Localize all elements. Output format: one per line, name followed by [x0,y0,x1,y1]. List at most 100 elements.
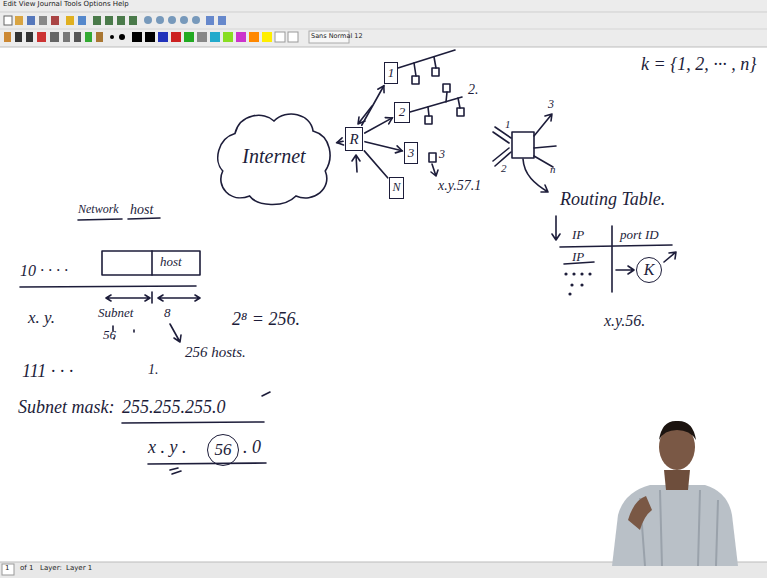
handwritten-note: x. y. [28,309,55,328]
ink-strokes [560,245,672,247]
node-text: 1 [388,66,395,80]
toolbar [63,32,70,42]
presenter-photo [664,470,690,490]
ink-strokes [122,422,264,423]
ink-strokes [434,57,436,68]
arrow-head [337,138,344,145]
toolbar [4,16,349,43]
toolbar [180,16,188,24]
toolbar [15,16,23,25]
ui-text: Layer: [40,565,62,573]
device-box: N [389,177,404,199]
link-line [364,151,387,178]
ink-strokes [573,273,575,275]
ink-strokes [565,273,567,275]
node-text: 56 [215,441,232,460]
ink-strokes [262,392,270,396]
device-box: 2 [394,102,410,123]
toolbar [249,32,259,42]
toolbar [119,34,125,40]
handwritten-note: port ID [620,228,659,242]
toolbar [0,0,767,47]
ink-strokes [443,84,450,92]
handwritten-note: Routing Table. [560,190,665,210]
ink-strokes [158,295,200,301]
ink-strokes [569,293,571,295]
ink-strokes [428,107,429,116]
toolbar [145,32,155,42]
presenter-photo [612,421,738,566]
circled-value: K [636,257,662,283]
node-text: 3 [408,146,415,160]
ink-strokes [432,68,439,76]
ink-strokes [429,153,436,162]
ink-strokes [151,251,153,275]
handwritten-note: 1. [148,362,159,377]
toolbar [144,16,152,24]
handwritten-note: 256 hosts. [185,344,246,361]
toolbar [192,16,200,24]
toolbar [27,16,35,25]
toolbar [110,35,114,39]
ui-text: Edit View Journal Tools Options Help [3,1,129,9]
status-bar [2,564,14,575]
ink-strokes [410,97,462,112]
ink-strokes [151,292,153,303]
toolbar [236,32,246,42]
ui-text: Layer 1 [66,565,92,573]
handwritten-note: 10 · · · · [20,262,68,280]
toolbar [96,32,103,42]
handwritten-note: k = {1, 2, ··· , n} [641,55,757,75]
ink-strokes [170,468,181,474]
ink-strokes [571,284,573,286]
toolbar [262,32,272,42]
handwritten-note: x . y . [148,438,186,458]
ink-strokes [414,63,416,76]
arrow-head [378,86,384,93]
device-box: 3 [404,142,418,164]
toolbar [197,32,207,42]
link-line [362,86,384,126]
handwritten-note: 3 [548,98,554,111]
node-text: R [349,131,358,148]
ink-strokes [431,164,438,176]
ink-strokes [512,132,534,158]
node-text: 2 [399,105,406,119]
ink-strokes [581,284,583,286]
handwritten-note: IP [572,250,584,264]
ink-strokes [523,159,548,192]
handwritten-note: 111 · · · [22,362,73,382]
handwritten-note: 56 [103,328,116,342]
handwritten-note: Subnet mask: [18,398,114,418]
presenter-photo [628,496,652,530]
toolbar [39,16,47,25]
toolbar [51,16,59,25]
toolbar [66,16,74,25]
ink-strokes [78,219,122,220]
ink-strokes [534,114,552,136]
ui-text: Sans Normal 12 [311,33,363,40]
toolbar [0,47,767,48]
ink-strokes [534,146,556,148]
toolbar [156,16,164,24]
handwritten-note: IP [572,228,584,242]
arrow-head [385,118,392,124]
ink-strokes [611,226,613,292]
presenter-photo [612,485,738,566]
toolbar [78,16,86,25]
handwritten-note: Subnet [98,306,133,320]
toolbar [218,16,226,25]
ink-strokes [128,218,160,219]
ink-strokes [148,463,266,464]
handwritten-note: host [160,255,182,269]
toolbar [158,32,168,42]
toolbar [184,32,194,42]
arrow-head [395,146,402,153]
handwritten-note: 2. [468,82,479,97]
ink-strokes [589,273,591,275]
ink-strokes [458,98,460,108]
handwritten-note: x.y.56. [604,312,645,330]
circled-value: 56 [207,434,239,466]
